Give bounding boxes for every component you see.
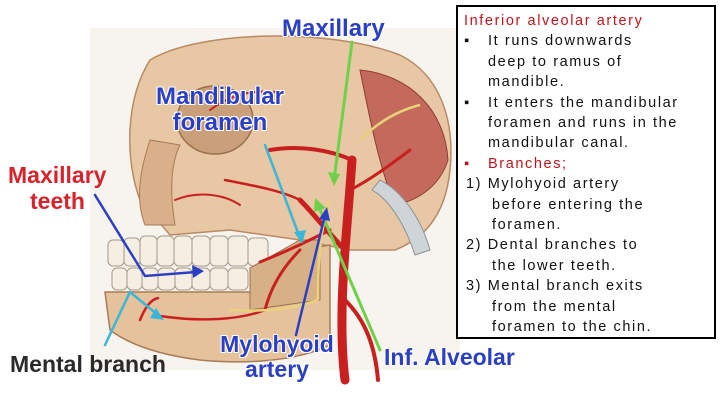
notes-bullet-2: ▪ It enters the mandibular foramen and ru… (464, 93, 708, 154)
inf-alveolar-arrow (316, 203, 382, 352)
lower-teeth (111, 267, 249, 291)
notes-branch-1-line-2: before entering the (492, 196, 645, 213)
label-mylohyoid-line2: artery (245, 356, 309, 382)
label-mandibular-foramen-line1: Mandibular (155, 83, 284, 110)
notes-branch-1: 1) Mylohyoid artery before entering the … (464, 174, 708, 235)
label-maxillary: Maxillary (282, 15, 385, 42)
label-mandibular-foramen-line2: foramen (172, 109, 268, 136)
notes-bullet-1-line-3: mandible. (488, 74, 566, 91)
maxillary-teeth-arrow (93, 193, 198, 278)
mental-branch-arrow (103, 290, 160, 347)
label-maxillary-teeth-line2: teeth (30, 188, 85, 214)
notes-bullet-1-line-1: It runs downwards (488, 33, 633, 50)
temporal-muscle (359, 69, 449, 206)
notes-branch-1-line-1: 1) Mylohyoid artery (466, 176, 620, 193)
label-mylohyoid-line1: Mylohyoid (220, 331, 334, 357)
notes-heading: Inferior alveolar artery (464, 13, 644, 29)
label-inf-alveolar: Inf. Alveolar (384, 344, 515, 370)
notes-branch-3-line-3: foramen to the chin. (492, 319, 653, 336)
arrows (93, 40, 382, 352)
bullet-marker: ▪ (464, 155, 471, 172)
maxillary-teeth-arrowhead (192, 265, 204, 278)
notes-branches-label: Branches; (488, 155, 568, 172)
notes-box: Inferior alveolar artery ▪ It runs downwa… (456, 5, 716, 339)
mylohyoid-arrowhead (319, 207, 330, 221)
mandibular-foramen-arrow (263, 143, 302, 240)
label-maxillary-teeth: Maxillary teeth (8, 164, 106, 213)
notes-branch-2: 2) Dental branches to the lower teeth. (464, 235, 708, 276)
label-mental-branch: Mental branch (10, 351, 166, 377)
maxillary-arrowhead (328, 172, 340, 186)
notes-branch-3: 3) Mental branch exits from the mental f… (464, 276, 708, 337)
upper-teeth (107, 235, 269, 267)
mental-branch-arrowhead (150, 308, 164, 320)
nasal-region (139, 139, 181, 226)
bullet-marker: ▪ (464, 94, 471, 111)
mylohyoid-arrow (294, 213, 327, 337)
label-maxillary-teeth-line1: Maxillary (8, 162, 107, 188)
inf-alveolar-arrowhead (314, 198, 326, 212)
notes-branch-2-line-2: the lower teeth. (492, 257, 617, 274)
notes-bullet-2-line-2: foramen and runs in the (488, 115, 678, 132)
notes-bullet-1: ▪ It runs downwards deep to ramus of mand… (464, 31, 708, 92)
notes-branch-1-line-3: foramen. (492, 217, 563, 234)
notes-bullet-1-line-2: deep to ramus of (488, 53, 623, 70)
mandibular-foramen-arrowhead (294, 230, 306, 244)
mandibular-canal-window (249, 239, 321, 311)
notes-bullet-2-line-1: It enters the mandibular (488, 94, 679, 111)
notes-branch-2-line-1: 2) Dental branches to (466, 237, 639, 254)
orbit (176, 85, 254, 155)
notes-bullet-2-line-3: mandibular canal. (488, 135, 630, 152)
notes-bullet-3: ▪ Branches; (464, 154, 708, 174)
tendon-fibers (371, 179, 431, 256)
notes-branch-3-line-1: 3) Mental branch exits (466, 278, 644, 295)
label-mylohyoid-artery: Mylohyoid artery (212, 333, 342, 381)
bullet-marker: ▪ (464, 33, 471, 50)
maxillary-arrow (332, 40, 354, 182)
label-mandibular-foramen: Mandibular foramen (150, 85, 290, 135)
arteries (138, 90, 412, 385)
notes-branch-3-line-2: from the mental (492, 298, 617, 315)
